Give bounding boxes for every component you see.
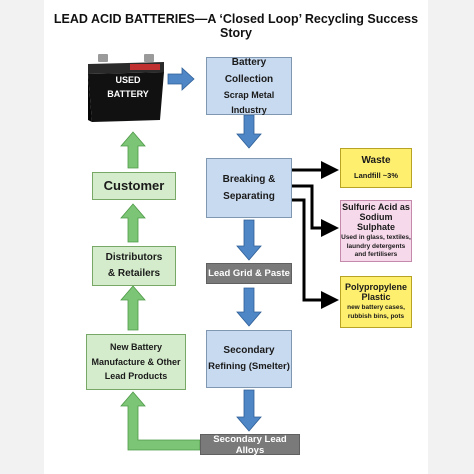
battery-collection-line2: Scrap Metal Industry xyxy=(223,89,275,115)
arrow-collection-to-breaking xyxy=(236,114,262,149)
battery-label-line1: USED xyxy=(115,75,141,85)
used-battery-image xyxy=(88,54,164,122)
waste-subtitle: Landfill ~3% xyxy=(354,170,398,180)
battery-label-line2: BATTERY xyxy=(107,88,149,99)
secondary-lead-alloys-label: Secondary Lead Alloys xyxy=(213,433,287,456)
secondary-refining-box: Secondary Refining (Smelter) xyxy=(206,330,292,388)
battery-collection-box: Battery Collection Scrap Metal Industry xyxy=(206,57,292,115)
new-battery-manufacture-box: New Battery Manufacture & Other Lead Pro… xyxy=(86,334,186,390)
breaking-line1: Breaking & xyxy=(222,174,276,185)
waste-box: Waste Landfill ~3% xyxy=(340,148,412,188)
arrow-alloys-to-manufacture xyxy=(120,391,201,451)
arrow-customer-to-battery xyxy=(120,131,146,169)
arrow-to-sulfuric xyxy=(292,184,339,237)
manufacture-line2: Manufacture & Other xyxy=(91,356,181,367)
distributors-retailers-box: Distributors & Retailers xyxy=(92,246,176,286)
battery-label: USED BATTERY xyxy=(104,74,152,101)
left-margin-shade xyxy=(0,0,44,474)
manufacture-line1: New Battery xyxy=(109,342,163,353)
sulfuric-line2: Sodium Sulphate xyxy=(356,211,395,232)
waste-title: Waste xyxy=(361,154,391,166)
secondary-lead-alloys-box: Secondary Lead Alloys xyxy=(200,433,300,456)
arrow-manufacture-to-distributors xyxy=(120,285,146,331)
secondary-refining-line1: Secondary xyxy=(223,345,275,357)
sulfuric-sub2: laundry detergents xyxy=(346,242,406,250)
polypropylene-box: Polypropylene Plastic new battery cases,… xyxy=(340,276,412,328)
diagram-title: LEAD ACID BATTERIES—A ‘Closed Loop’ Recy… xyxy=(53,12,419,40)
breaking-separating-box: Breaking & Separating xyxy=(206,158,292,218)
customer-label: Customer xyxy=(103,177,165,193)
sulfuric-acid-box: Sulfuric Acid as Sodium Sulphate Used in… xyxy=(340,200,412,262)
distributors-line1: Distributors xyxy=(105,252,163,263)
arrow-to-polypropylene xyxy=(292,198,339,309)
breaking-line2: Separating xyxy=(223,191,275,202)
secondary-refining-line2: Refining (Smelter) xyxy=(208,361,290,373)
arrow-leadgrid-to-refining xyxy=(236,287,262,327)
arrow-breaking-to-leadgrid xyxy=(236,219,262,261)
manufacture-line3: Lead Products xyxy=(104,371,168,382)
arrow-refining-to-alloys xyxy=(236,389,262,432)
arrow-distributors-to-customer xyxy=(120,203,146,243)
polypropylene-sub2: rubbish bins, pots xyxy=(347,313,405,320)
polypropylene-line1: Polypropylene xyxy=(344,282,407,293)
distributors-line2: & Retailers xyxy=(107,268,161,279)
lead-grid-paste-label: Lead Grid & Paste xyxy=(208,268,290,279)
sulfuric-line1: Sulfuric Acid as xyxy=(342,201,410,212)
polypropylene-sub1: new battery cases, xyxy=(347,304,405,312)
right-margin-shade xyxy=(428,0,474,474)
lead-grid-paste-box: Lead Grid & Paste xyxy=(206,263,292,284)
polypropylene-line2: Plastic xyxy=(361,292,391,303)
sulfuric-sub3: and fertilisers xyxy=(354,251,398,259)
sulfuric-sub1: Used in glass, textiles, xyxy=(341,233,411,241)
battery-collection-line1: Battery Collection xyxy=(224,56,274,85)
arrow-battery-to-collection xyxy=(167,67,195,91)
customer-box: Customer xyxy=(92,172,176,200)
